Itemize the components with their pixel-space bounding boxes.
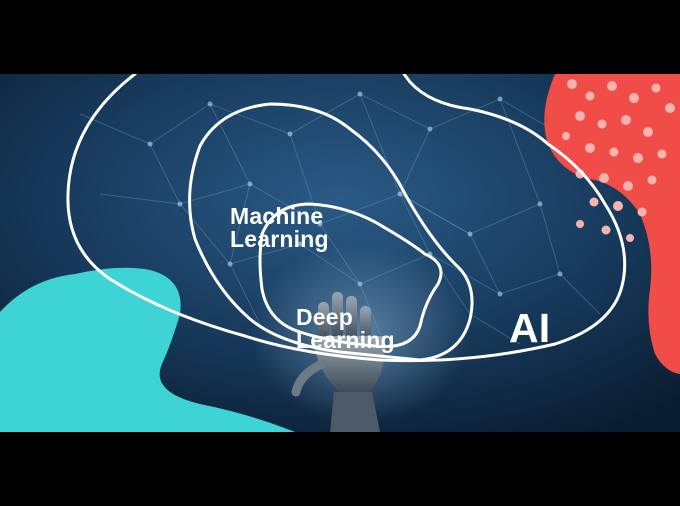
network-nodes: [147, 91, 563, 297]
scene-graphics: [0, 74, 680, 432]
diagram-scene: Machine Learning Deep Learning AI: [0, 74, 680, 432]
ai-label: AI: [509, 305, 551, 351]
robot-hand-image: [291, 292, 385, 432]
ai-outline: [66, 74, 627, 363]
deep-learning-outline: [258, 202, 443, 349]
deep-learning-label-line-2: Learning: [296, 327, 395, 353]
machine-learning-label: Machine Learning: [230, 205, 329, 251]
venn-outlines: [66, 74, 627, 363]
deep-learning-label-line-1: Deep: [296, 304, 354, 330]
red-blob: [544, 74, 680, 374]
machine-learning-label-line-1: Machine: [230, 203, 324, 229]
machine-learning-label-line-2: Learning: [230, 226, 329, 252]
teal-blob: [0, 267, 295, 432]
machine-learning-outline: [188, 102, 474, 362]
red-blob-dots: [562, 79, 675, 242]
deep-learning-label: Deep Learning: [296, 306, 395, 352]
